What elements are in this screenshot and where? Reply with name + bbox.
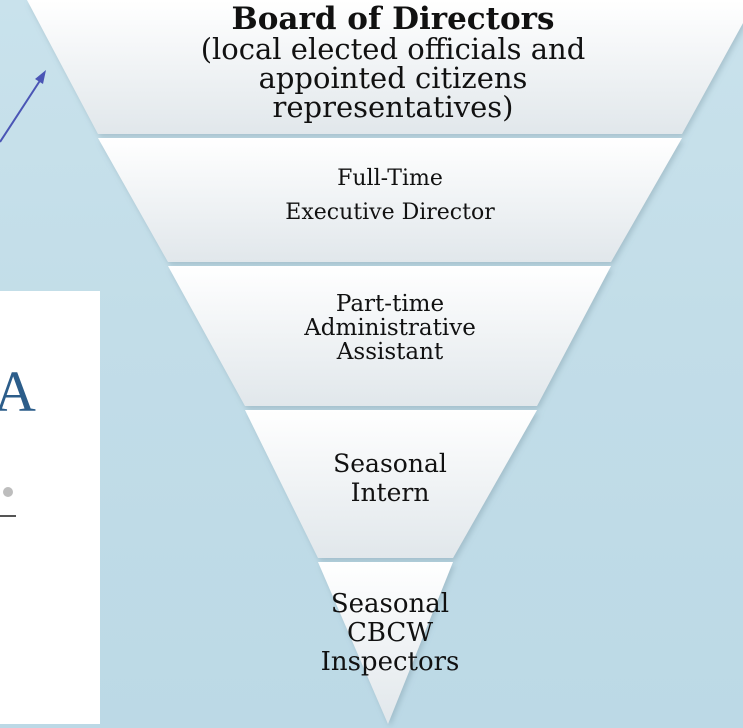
- admin-assistant-line-3: Assistant: [336, 339, 444, 365]
- executive-director-line-1: Full-Time: [337, 166, 443, 191]
- inspectors-line-1: Seasonal: [330, 589, 450, 619]
- tier-5-label: Seasonal CBCW Inspectors: [290, 590, 490, 677]
- logo-card: A: [0, 291, 100, 724]
- intern-line-2: Intern: [350, 478, 430, 507]
- tier-4-label: Seasonal Intern: [290, 449, 490, 507]
- inspectors-line-3: Inspectors: [320, 647, 460, 677]
- tier-2-label: Full-Time Executive Director: [240, 162, 540, 230]
- tier-1-shape: [27, 0, 743, 134]
- intern-line-1: Seasonal: [333, 449, 447, 478]
- logo-letter-mark: A: [0, 359, 36, 424]
- board-subtitle-line-1: (local elected officials and: [200, 32, 586, 66]
- logo-emblem-icon: [3, 487, 13, 497]
- tier-1-label: Board of Directors (local elected offici…: [128, 4, 658, 122]
- tier-3-shape: [168, 266, 611, 406]
- board-of-directors-title: Board of Directors: [231, 1, 555, 37]
- connector-arrow: [0, 70, 46, 143]
- admin-assistant-line-1: Part-time: [335, 291, 445, 317]
- board-subtitle-line-2: appointed citizens: [258, 61, 528, 95]
- inspectors-line-2: CBCW: [346, 618, 434, 648]
- executive-director-line-2: Executive Director: [285, 200, 495, 225]
- tier-5-shape: [318, 562, 453, 724]
- tier-2-shape: [98, 138, 682, 262]
- admin-assistant-line-2: Administrative: [304, 315, 476, 341]
- logo-underline: [0, 515, 16, 517]
- board-subtitle-line-3: representatives): [272, 90, 514, 124]
- tier-4-shape: [245, 410, 537, 558]
- tier-3-label: Part-time Administrative Assistant: [260, 292, 520, 364]
